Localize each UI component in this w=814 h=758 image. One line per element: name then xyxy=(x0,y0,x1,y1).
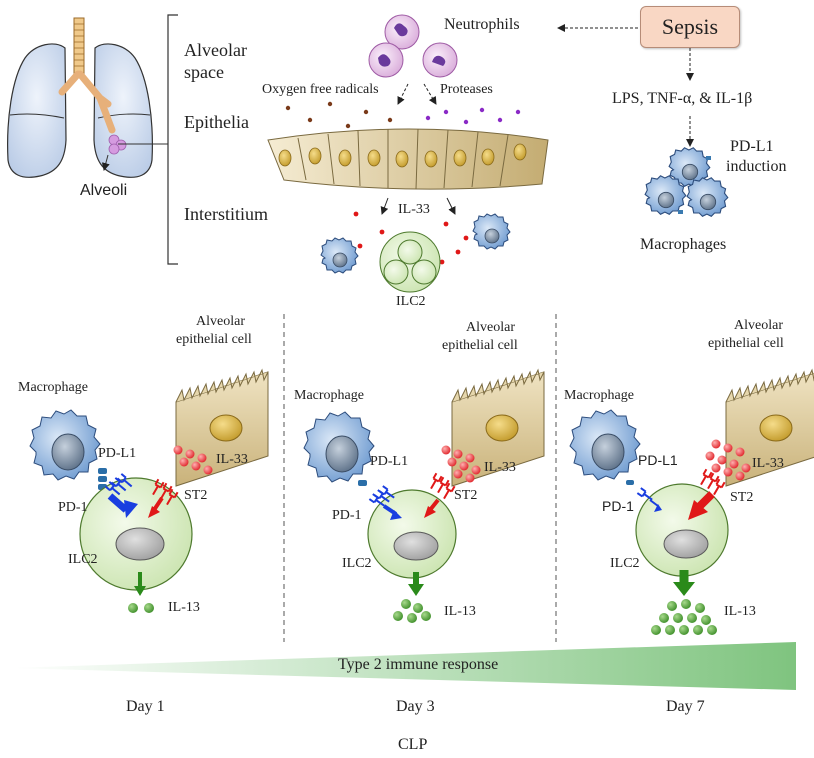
il13-arrow xyxy=(673,582,695,596)
proteases-dots xyxy=(425,107,521,125)
ilc2-nucleus xyxy=(663,529,709,559)
macrophage-icon xyxy=(569,409,641,481)
macrophage-small-icon xyxy=(320,237,359,274)
interstitium-label: Interstitium xyxy=(184,204,268,224)
il13-arrow xyxy=(408,584,424,596)
oxygen-radicals-label: Oxygen free radicals xyxy=(262,82,379,97)
pdl1-induction-label-2: induction xyxy=(726,158,787,175)
type2-response-label: Type 2 immune response xyxy=(338,656,499,673)
epithelial-label-2: epithelial cell xyxy=(708,336,784,351)
epithelial-label-1: Alveolar xyxy=(734,318,783,333)
il33-dots xyxy=(173,445,213,475)
panel-day-3 xyxy=(303,369,545,623)
clp-label: CLP xyxy=(398,736,428,753)
macrophage-icon xyxy=(303,411,375,483)
epithelial-label-1: Alveolar xyxy=(466,320,515,335)
mediators-label: LPS, TNF-α, & IL-1β xyxy=(612,90,753,107)
epithelial-label-2: epithelial cell xyxy=(442,338,518,353)
il13-label: IL-13 xyxy=(724,604,756,619)
pd-1-signal-arrow xyxy=(124,500,138,518)
macrophages-cluster xyxy=(644,147,729,217)
neutrophils-cluster xyxy=(368,14,458,78)
panel-day-1 xyxy=(29,369,269,613)
epithelial-label-2: epithelial cell xyxy=(176,332,252,347)
macrophage-icon xyxy=(29,409,101,481)
il33-label-top: IL-33 xyxy=(398,202,430,217)
il13-arrow xyxy=(134,586,146,596)
lung-illustration xyxy=(7,17,168,178)
macrophage-label: Macrophage xyxy=(18,380,88,395)
panel-day-7 xyxy=(569,369,814,635)
sepsis-box: Sepsis xyxy=(640,6,740,48)
oxygen-radicals-dots xyxy=(285,101,393,129)
pd-1-signal-arrow xyxy=(654,504,662,512)
st2-label: ST2 xyxy=(730,490,754,505)
ilc2-label: ILC2 xyxy=(342,556,372,571)
ilc2-label: ILC2 xyxy=(610,556,640,571)
il33-dots xyxy=(705,439,751,481)
type2-response-gradient xyxy=(10,642,796,690)
il13-dots xyxy=(651,599,717,635)
alveolar-space-label-1: Alveolar xyxy=(184,40,247,60)
epithelial-cell-icon xyxy=(175,369,269,487)
macrophage-small-icon xyxy=(472,213,511,250)
st2-signal-arrow xyxy=(148,506,160,518)
alveoli-label: Alveoli xyxy=(80,182,128,199)
pd-1-signal-arrow xyxy=(390,510,402,520)
day-label: Day 3 xyxy=(396,698,435,715)
epithelium-layer xyxy=(267,128,549,190)
il13-label: IL-13 xyxy=(168,600,200,615)
alveolar-space-label-2: space xyxy=(184,62,224,82)
il13-label: IL-13 xyxy=(444,604,476,619)
epithelial-label-1: Alveolar xyxy=(196,314,245,329)
macrophages-label: Macrophages xyxy=(640,236,727,253)
pd-1-label: PD-1 xyxy=(58,500,88,515)
pd-l1-ligand xyxy=(626,480,634,485)
ilc2-cluster-top xyxy=(379,231,441,293)
macrophage-label: Macrophage xyxy=(564,388,634,403)
pd-l1-label: PD-L1 xyxy=(638,452,678,468)
st2-signal-arrow xyxy=(424,506,436,518)
st2-signal-arrow xyxy=(688,500,708,520)
pdl1-induction-label-1: PD-L1 xyxy=(730,138,774,155)
st2-label: ST2 xyxy=(184,488,208,503)
epithelia-label: Epithelia xyxy=(184,112,249,132)
pd-l1-label: PD-L1 xyxy=(98,446,137,461)
st2-label: ST2 xyxy=(454,488,478,503)
il33-label: IL-33 xyxy=(216,452,248,467)
il33-label: IL-33 xyxy=(752,456,784,471)
il13-dots xyxy=(128,603,154,613)
ilc2-nucleus xyxy=(115,527,165,561)
ilc2-nucleus xyxy=(393,531,439,561)
pd-1-label: PD-1 xyxy=(602,498,634,514)
il33-dots xyxy=(441,445,481,483)
macrophage-label: Macrophage xyxy=(294,388,364,403)
ilc2-label: ILC2 xyxy=(68,552,98,567)
proteases-label: Proteases xyxy=(440,82,493,97)
day-label: Day 1 xyxy=(126,698,165,715)
il33-dots-top xyxy=(353,211,469,265)
il33-label: IL-33 xyxy=(484,460,516,475)
pd-1-label: PD-1 xyxy=(332,508,362,523)
day-label: Day 7 xyxy=(666,698,705,715)
region-bracket xyxy=(167,14,178,265)
neutrophils-label: Neutrophils xyxy=(444,16,520,33)
ilc2-label-top: ILC2 xyxy=(396,294,426,309)
pd-l1-ligand xyxy=(358,480,367,486)
pd-l1-label: PD-L1 xyxy=(370,454,409,469)
il13-dots xyxy=(393,599,431,623)
